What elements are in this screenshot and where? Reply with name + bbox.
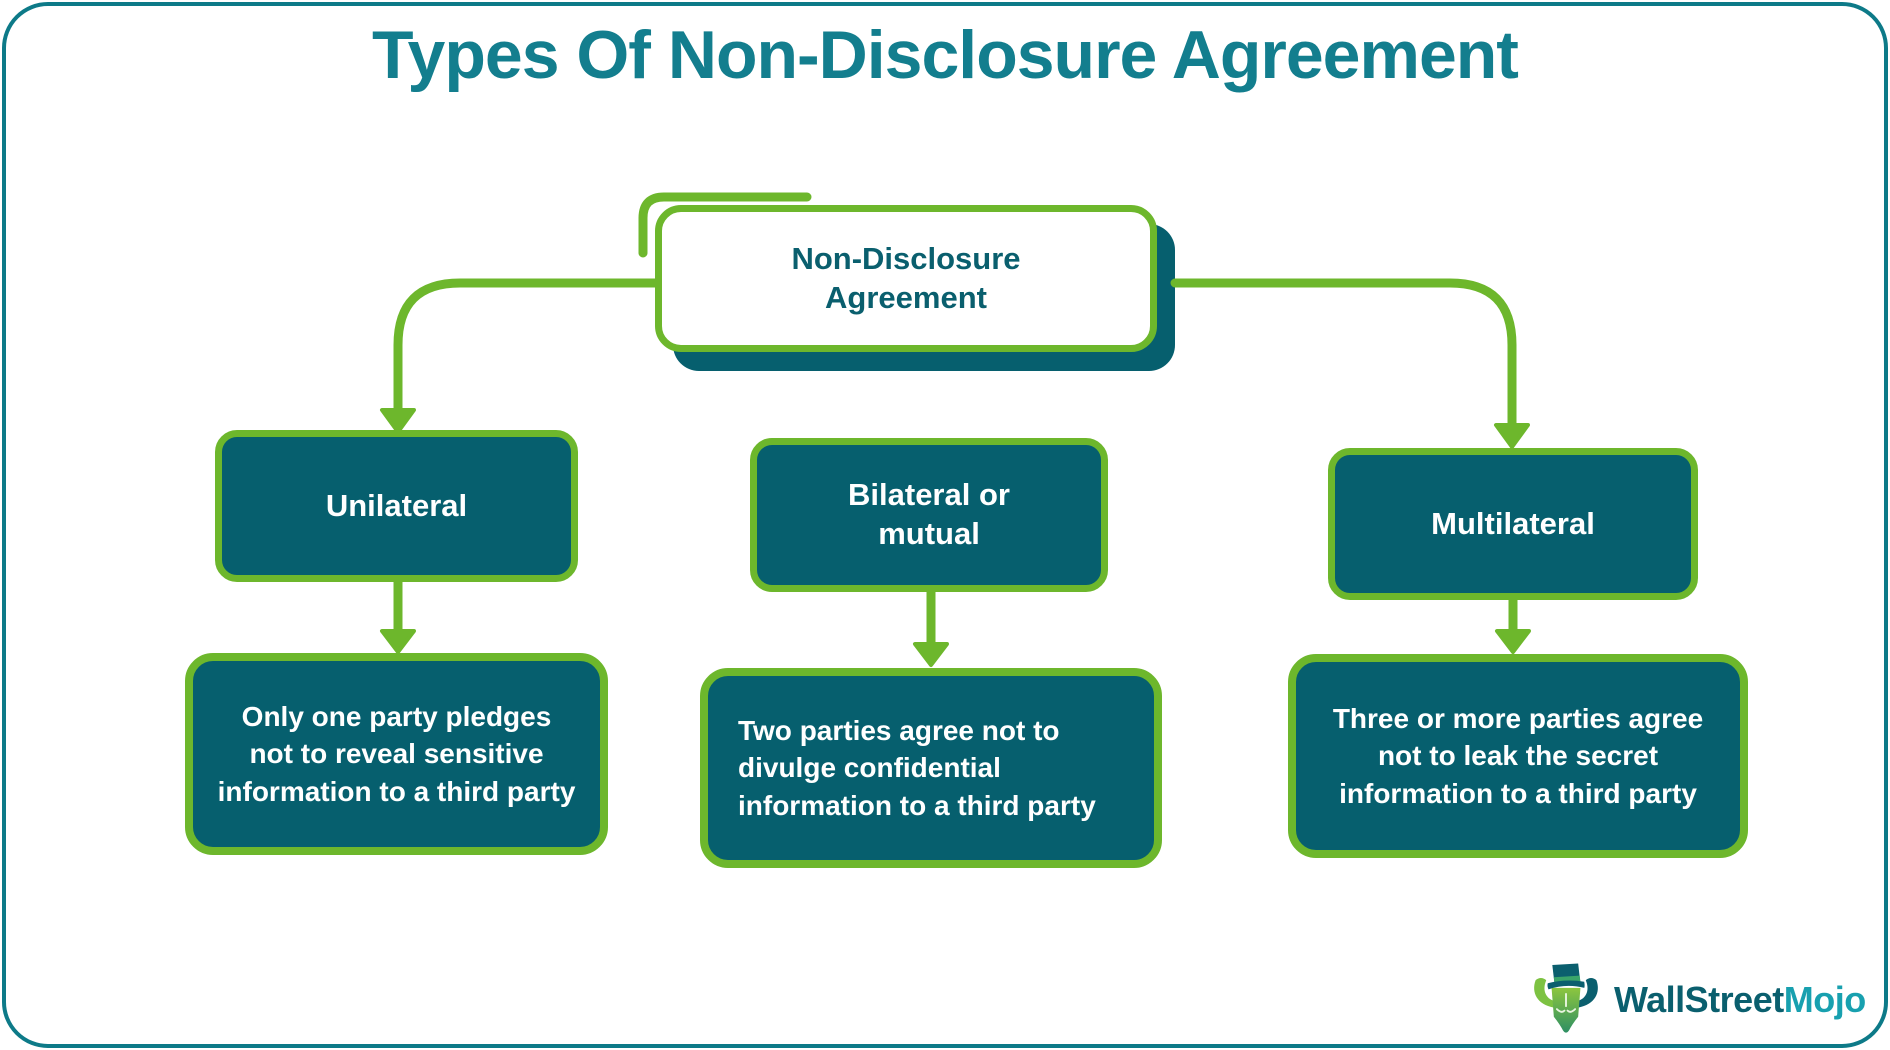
wallstreetmojo-logo: WallStreetMojo	[1528, 960, 1866, 1040]
description-unilateral: Only one party pledges not to reveal sen…	[185, 653, 608, 855]
logo-text-accent: Mojo	[1783, 979, 1866, 1020]
bull-mascot-icon	[1534, 963, 1598, 1033]
node-multilateral-label: Multilateral	[1431, 505, 1595, 541]
arrowhead-icon	[380, 629, 416, 654]
page-title: Types Of Non-Disclosure Agreement	[372, 17, 1519, 93]
node-multilateral: Multilateral	[1328, 448, 1698, 600]
root-box: Non-Disclosure Agreement	[655, 205, 1157, 352]
node-unilateral: Unilateral	[215, 430, 578, 582]
root-box-label: Non-Disclosure Agreement	[791, 240, 1021, 315]
node-bilateral: Bilateral or mutual	[750, 438, 1108, 592]
node-unilateral-label: Unilateral	[325, 487, 468, 523]
node-bilateral-label: Bilateral or mutual	[848, 477, 1010, 551]
description-multilateral: Three or more parties agree not to leak …	[1288, 654, 1748, 858]
description-bilateral-text: Two parties agree not to divulge confide…	[738, 715, 1096, 821]
description-unilateral-text: Only one party pledges not to reveal sen…	[217, 701, 576, 807]
arrowhead-icon	[380, 408, 416, 434]
logo-wordmark: WallStreetMojo	[1614, 979, 1866, 1021]
connector-root-to-multilateral	[1170, 278, 1517, 432]
logo-text-primary: WallStreet	[1614, 979, 1784, 1020]
description-multilateral-text: Three or more parties agree not to leak …	[1332, 703, 1704, 809]
arrowhead-icon	[1495, 629, 1531, 654]
arrowhead-icon	[1494, 423, 1530, 449]
description-bilateral: Two parties agree not to divulge confide…	[700, 668, 1162, 868]
connector-root-to-unilateral	[393, 278, 660, 417]
arrowhead-icon	[913, 642, 949, 667]
